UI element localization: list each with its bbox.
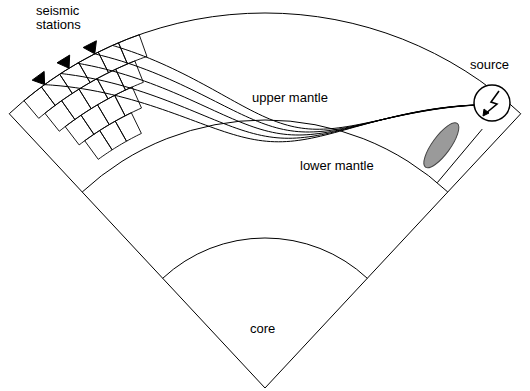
bolt-arrowhead [483, 109, 489, 116]
grid-cell [81, 105, 109, 134]
grid-cell [98, 95, 126, 124]
grid-cell [100, 121, 127, 150]
wedge-side [9, 114, 520, 388]
seismic-rays [45, 45, 491, 141]
region-label: lower mantle [300, 159, 410, 173]
lightning-bolt [485, 91, 499, 114]
ray-path [112, 45, 490, 129]
source-label: source [470, 58, 526, 72]
grid-cell [24, 87, 55, 118]
source-region [418, 118, 464, 172]
grid-cell [41, 74, 72, 105]
grid-cell [115, 113, 141, 141]
grid-cell [79, 52, 109, 82]
source-circle [474, 85, 510, 121]
grid-cell [116, 61, 144, 90]
region-label: core [250, 322, 310, 336]
ray-path [45, 85, 491, 142]
station-triangle [32, 71, 44, 84]
grid-cell [65, 115, 94, 145]
core-boundary [163, 238, 368, 278]
stations [32, 41, 96, 85]
grid-cell [85, 130, 112, 159]
grid-cell [62, 89, 92, 119]
grid-cell [45, 101, 75, 132]
earth-surface [9, 13, 520, 114]
region-label: upper mantle [252, 91, 362, 105]
grid-cells [24, 35, 147, 160]
stations-label: seismic stations [36, 4, 94, 32]
grid-cell [79, 79, 108, 109]
station-triangle [83, 41, 96, 54]
ray-path [61, 73, 491, 138]
grid-cell [118, 35, 146, 64]
ray-path [95, 54, 491, 132]
station-triangle [57, 55, 70, 68]
